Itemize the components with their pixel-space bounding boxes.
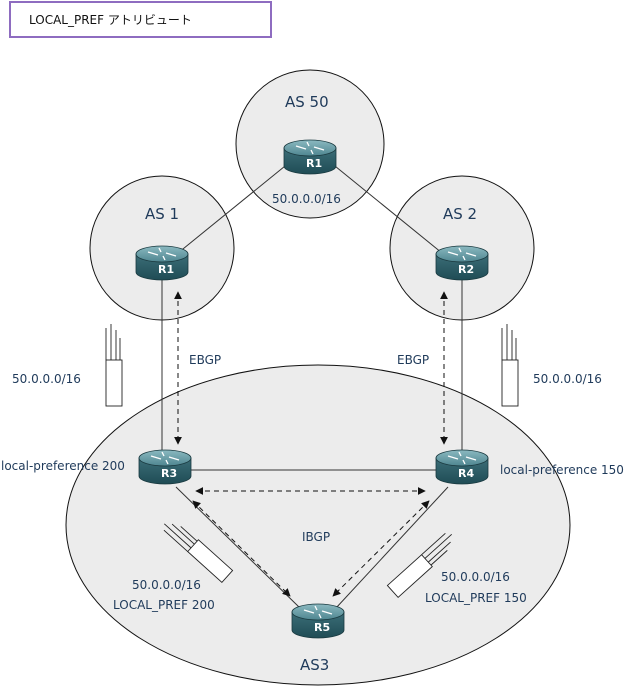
r3-local-preference: local-preference 200 (1, 459, 125, 473)
title-box: LOCAL_PREF アトリビュート (9, 1, 272, 38)
link-r1top-r2 (329, 161, 443, 254)
router-r2: R2 (435, 245, 489, 281)
router-r4: R4 (435, 449, 489, 485)
update-icon-left (105, 323, 123, 407)
r4-local-preference: local-preference 150 (500, 463, 624, 477)
ibgp-label: IBGP (302, 530, 330, 544)
bottom-right-localpref: LOCAL_PREF 150 (425, 591, 527, 605)
router-r5: R5 (291, 603, 345, 639)
router-r3-label: R3 (161, 467, 177, 480)
left-network: 50.0.0.0/16 (12, 372, 81, 386)
bottom-left-localpref: LOCAL_PREF 200 (113, 598, 215, 612)
ibgp-r3-r5-arrow (192, 500, 291, 597)
router-r2-label: R2 (458, 263, 474, 276)
router-r5-label: R5 (314, 621, 330, 634)
router-r1-top: R1 (283, 139, 337, 175)
as50-network: 50.0.0.0/16 (272, 192, 341, 206)
as1-label: AS 1 (145, 205, 179, 223)
router-r4-label: R4 (458, 467, 474, 480)
ibgp-r4-r5-arrow (332, 500, 430, 597)
router-r1-top-label: R1 (306, 157, 322, 170)
router-r3: R3 (138, 449, 192, 485)
router-r1: R1 (135, 245, 189, 281)
right-network: 50.0.0.0/16 (533, 372, 602, 386)
bottom-left-network: 50.0.0.0/16 (132, 578, 201, 592)
link-r1top-r1 (177, 161, 291, 254)
router-r1-label: R1 (158, 263, 174, 276)
bottom-right-network: 50.0.0.0/16 (441, 570, 510, 584)
update-icon-right (501, 323, 519, 407)
as2-label: AS 2 (443, 205, 477, 223)
as3-label: AS3 (300, 656, 329, 674)
as50-label: AS 50 (285, 93, 329, 111)
as3-ellipse (65, 364, 571, 686)
ebgp-left-label: EBGP (189, 353, 221, 367)
ebgp-right-label: EBGP (397, 353, 429, 367)
diagram-title: LOCAL_PREF アトリビュート (29, 13, 192, 27)
